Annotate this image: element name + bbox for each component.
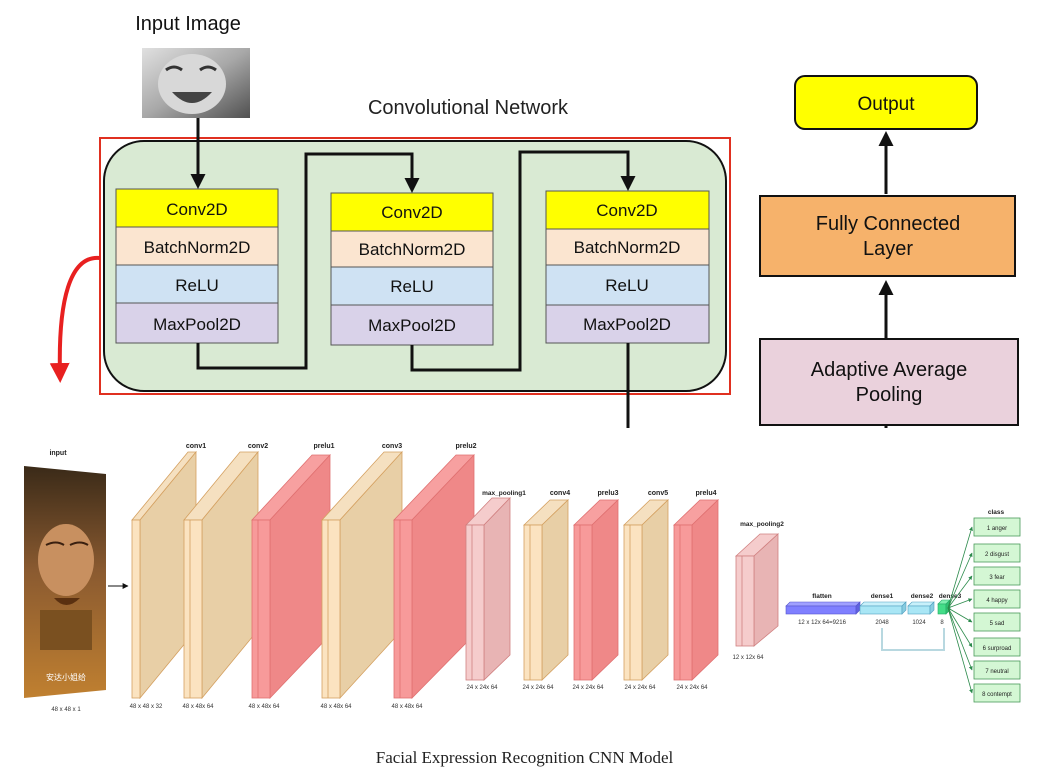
conv2-dims: 48 x 48x 64 — [182, 704, 214, 710]
network-frame — [99, 137, 731, 395]
adaptive-pooling-box: Adaptive Average Pooling — [759, 338, 1019, 426]
prelu2-block — [393, 454, 475, 699]
conv3-dims: 48 x 48x 64 — [320, 704, 352, 710]
photo-overlay-text: 安达小姐给 — [46, 672, 86, 682]
prelu3-block — [573, 499, 619, 681]
conv3-block — [321, 450, 403, 700]
output-box: Output — [794, 75, 978, 130]
bottom-input-dims: 48 x 48 x 1 — [51, 707, 81, 713]
max-pooling1-dims: 24 x 24x 64 — [466, 685, 498, 691]
class-5: 5 sad — [990, 621, 1005, 627]
conv-block-1: Conv2D BatchNorm2D ReLU MaxPool2D — [115, 188, 279, 344]
prelu3-label: prelu3 — [597, 490, 618, 497]
prelu1-dims: 48 x 48x 64 — [248, 704, 280, 710]
prelu1-block — [251, 453, 331, 699]
class-7: 7 neutral — [985, 669, 1008, 675]
class-6: 6 surproad — [983, 646, 1012, 652]
bottom-input-label: input — [49, 450, 67, 457]
dense1-dims: 2048 — [875, 620, 889, 626]
svg-text:Layer: Layer — [863, 238, 913, 260]
conv1-dims: 48 x 48 x 32 — [130, 704, 163, 710]
conv2-block — [183, 450, 259, 700]
conv4-block — [523, 499, 569, 681]
conv5-dims: 24 x 24x 64 — [624, 685, 656, 691]
dense2-label: dense2 — [911, 593, 934, 600]
prelu4-label: prelu4 — [695, 490, 716, 497]
block1-batchnorm: BatchNorm2D — [144, 238, 251, 257]
conv5-label: conv5 — [648, 490, 668, 497]
prelu4-dims: 24 x 24x 64 — [676, 685, 708, 691]
max-pooling1-block — [465, 497, 511, 681]
conv3-label: conv3 — [382, 443, 402, 450]
dense1-label: dense1 — [871, 593, 894, 600]
max-pooling2-block — [734, 533, 780, 647]
block2-conv2d: Conv2D — [381, 203, 442, 222]
prelu2-dims: 48 x 48x 64 — [391, 704, 423, 710]
class-2: 2 disgust — [985, 552, 1009, 558]
dense-skip-connection — [881, 628, 945, 651]
conv-block-2: Conv2D BatchNorm2D ReLU MaxPool2D — [330, 192, 494, 346]
dense3-dims: 8 — [940, 620, 944, 626]
block3-maxpool: MaxPool2D — [583, 315, 671, 334]
red-curved-arrow — [49, 255, 101, 383]
conv2-label: conv2 — [248, 443, 268, 450]
block1-maxpool: MaxPool2D — [153, 315, 241, 334]
dense1-bar — [859, 601, 907, 615]
block3-conv2d: Conv2D — [596, 201, 657, 220]
class-3: 3 fear — [989, 575, 1004, 581]
input-face-image — [142, 48, 250, 118]
block2-maxpool: MaxPool2D — [368, 316, 456, 335]
block1-relu: ReLU — [175, 276, 218, 295]
block3-batchnorm: BatchNorm2D — [574, 238, 681, 257]
conv-block-3: Conv2D BatchNorm2D ReLU MaxPool2D — [545, 190, 710, 344]
prelu2-label: prelu2 — [455, 443, 476, 450]
block2-relu: ReLU — [390, 277, 433, 296]
svg-text:Output: Output — [857, 94, 915, 115]
svg-text:Adaptive Average: Adaptive Average — [811, 359, 967, 381]
bottom-input-photo: 安达小姐给 — [24, 466, 106, 698]
class-1: 1 anger — [987, 526, 1007, 532]
conv1-block — [131, 450, 197, 700]
dense2-dims: 1024 — [912, 620, 926, 626]
class-boxes — [973, 517, 1021, 703]
fully-connected-box: Fully Connected Layer — [759, 195, 1016, 277]
dense3-label: dense3 — [939, 593, 962, 600]
prelu3-dims: 24 x 24x 64 — [572, 685, 604, 691]
conv4-dims: 24 x 24x 64 — [522, 685, 554, 691]
max-pooling2-label: max_pooling2 — [740, 521, 784, 528]
conv5-block — [623, 499, 669, 681]
prelu4-block — [673, 499, 719, 681]
block3-relu: ReLU — [605, 276, 648, 295]
prelu1-label: prelu1 — [313, 443, 334, 450]
conv1-label: conv1 — [186, 443, 206, 450]
block1-conv2d: Conv2D — [166, 200, 227, 219]
class-8: 8 contempt — [982, 692, 1012, 698]
flatten-label: flatten — [812, 593, 832, 600]
svg-text:Pooling: Pooling — [856, 384, 923, 406]
max-pooling1-label: max_pooling1 — [482, 490, 526, 497]
block2-batchnorm: BatchNorm2D — [359, 240, 466, 259]
network-title: Convolutional Network — [368, 97, 569, 119]
svg-text:Fully Connected: Fully Connected — [816, 213, 961, 235]
max-pooling2-dims: 12 x 12x 64 — [732, 655, 764, 661]
figure-caption: Facial Expression Recognition CNN Model — [375, 748, 674, 767]
flatten-dims: 12 x 12x 64=9216 — [798, 620, 847, 626]
class-4: 4 happy — [986, 598, 1007, 604]
class-title: class — [988, 509, 1005, 516]
dense2-bar — [907, 601, 935, 615]
class-fan-arrows — [947, 526, 973, 694]
flatten-bar — [785, 601, 861, 615]
input-image-label: Input Image — [135, 13, 241, 35]
conv4-label: conv4 — [550, 490, 570, 497]
